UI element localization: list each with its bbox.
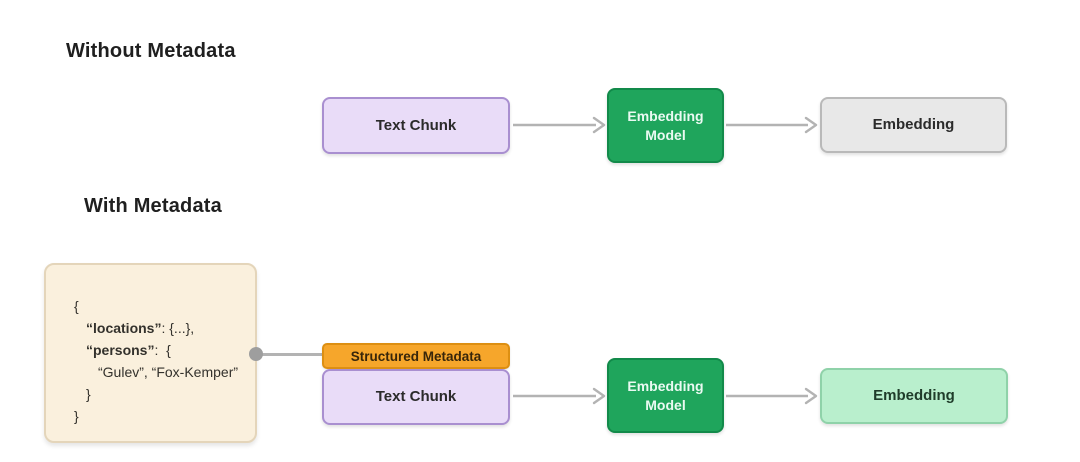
connector-json-to-stack [256,353,322,356]
node-text-chunk-with: Text Chunk [322,369,510,425]
arrow-model-to-embedding-without [726,116,818,134]
arrow-model-to-embedding-with [726,387,818,405]
section-heading-without-metadata: Without Metadata [66,40,236,62]
node-embedding-with: Embedding [820,368,1008,424]
node-embedding-model-with: Embedding Model [607,358,724,433]
json-line-persons-values: “Gulev”, “Fox-Kemper” [98,364,239,380]
node-text-chunk-without: Text Chunk [322,97,510,154]
arrow-text-chunk-to-model-with [513,387,606,405]
json-line-close: } [74,408,79,424]
arrow-text-chunk-to-model-without [513,116,606,134]
json-line-locations: “locations”: {...}, [86,320,195,336]
json-line-open: { [74,298,79,314]
node-embedding-without: Embedding [820,97,1007,153]
node-embedding-model-without: Embedding Model [607,88,724,163]
connector-dot [249,347,263,361]
json-line-persons: “persons”: { [86,342,171,358]
metadata-json-card: { “locations”: {...}, “persons”: { “Gule… [44,263,257,443]
node-structured-metadata: Structured Metadata [322,343,510,369]
json-line-inner-close: } [86,386,91,402]
section-heading-with-metadata: With Metadata [84,195,222,217]
